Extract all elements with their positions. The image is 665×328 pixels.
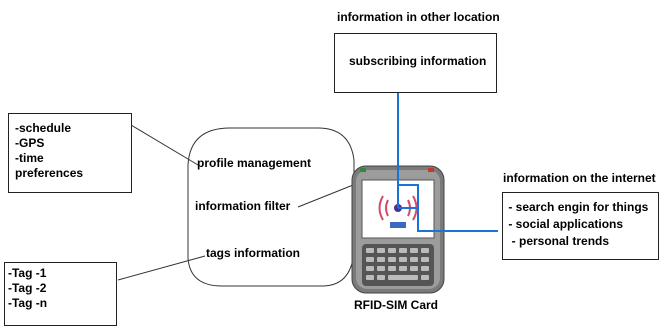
internet-title: information on the internet: [503, 171, 656, 185]
speech-bubble: [187, 127, 374, 287]
internet-item: - personal trends: [505, 234, 610, 248]
context-item: preferences: [15, 166, 84, 180]
subscribing-label: subscribing information: [349, 54, 487, 68]
tag-item: -Tag -1: [8, 266, 47, 280]
tag-item: -Tag -2: [8, 281, 47, 295]
bubble-item-filter: information filter: [195, 199, 291, 213]
context-item: -schedule: [15, 121, 72, 135]
tag-item: -Tag -n: [8, 296, 48, 310]
connector-left-top: [130, 124, 199, 166]
connector-left-bottom: [117, 255, 206, 281]
bubble-item-profile: profile management: [197, 156, 312, 170]
context-box: -schedule -GPS -time preferences: [8, 113, 132, 193]
bubble-item-tags: tags information: [206, 246, 301, 260]
tags-box: -Tag -1 -Tag -2 -Tag -n: [4, 262, 117, 326]
context-item: -GPS: [15, 136, 45, 150]
phone-illustration: [351, 165, 445, 294]
title-other-location: information in other location: [337, 10, 500, 24]
internet-item: - social applications: [505, 217, 624, 231]
subscribing-box: subscribing information: [334, 33, 497, 93]
internet-box: - search engin for things - social appli…: [502, 192, 659, 260]
context-item: -time: [15, 151, 44, 165]
phone-caption: RFID-SIM Card: [354, 298, 438, 312]
internet-item: - search engin for things: [505, 200, 649, 214]
